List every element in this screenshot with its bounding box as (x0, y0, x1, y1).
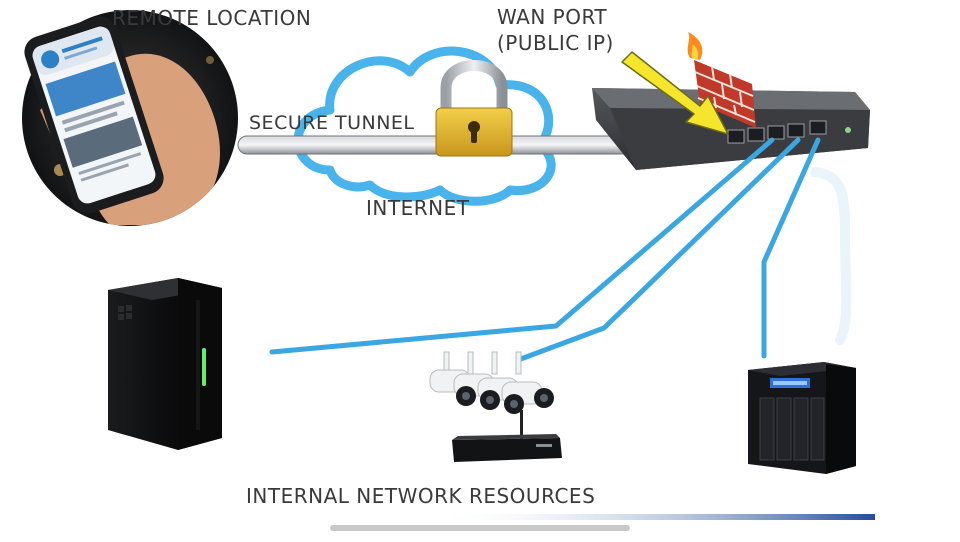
internal-resources-label: INTERNAL NETWORK RESOURCES (246, 484, 596, 508)
link-to-server (269, 137, 775, 355)
home-indicator-bar[interactable] (330, 525, 630, 531)
link-to-cameras (515, 137, 801, 363)
nas-storage-icon (748, 362, 856, 474)
internet-label: INTERNET (366, 196, 470, 220)
router-icon (592, 88, 870, 170)
smartphone-icon (22, 10, 238, 226)
firewall-icon (687, 32, 756, 128)
padlock-icon (435, 60, 513, 157)
public-ip-label: (PUBLIC IP) (497, 31, 614, 55)
faint-cable (810, 167, 852, 345)
security-camera-icon (429, 351, 562, 462)
secure-tunnel-label: SECURE TUNNEL (249, 112, 415, 134)
link-to-nas (761, 137, 821, 359)
remote-location-label: REMOTE LOCATION (112, 6, 312, 30)
wan-arrow-icon (621, 51, 729, 135)
cloud-icon (293, 46, 556, 206)
tower-server-icon (108, 278, 222, 450)
bottom-accent-bar (430, 514, 875, 520)
wan-port-label: WAN PORT (497, 5, 608, 29)
